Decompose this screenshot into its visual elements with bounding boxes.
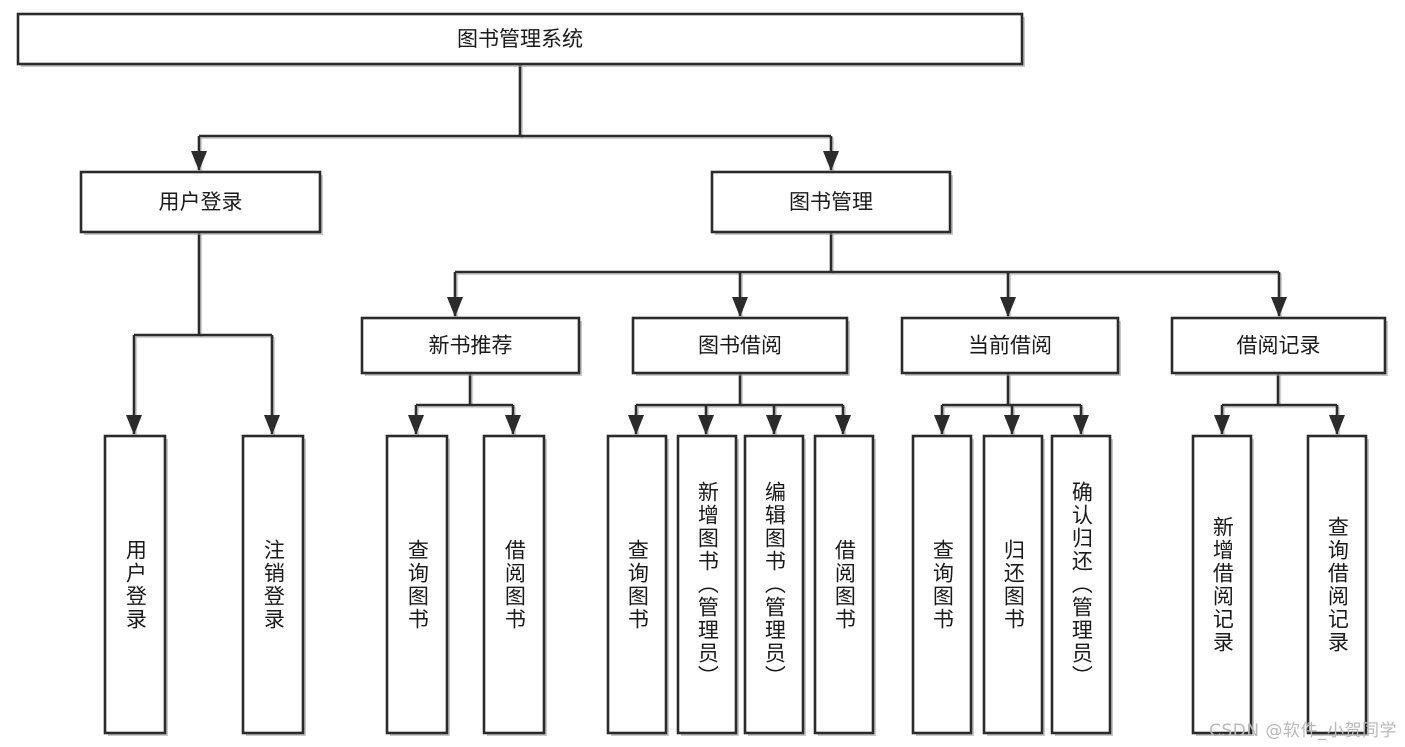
arrowhead-recommend-branch-1 bbox=[505, 415, 521, 435]
connector-layer bbox=[126, 64, 1345, 436]
node-leaf-borrow-book-1[interactable] bbox=[482, 434, 546, 735]
arrowhead-record-branch-1 bbox=[1329, 415, 1345, 435]
node-leaf-query-record[interactable] bbox=[1306, 434, 1368, 735]
arrowhead-bookmanage-branch-2 bbox=[1000, 297, 1016, 317]
node-book-borrow[interactable] bbox=[631, 316, 849, 375]
node-leaf-borrow-book-2[interactable] bbox=[813, 434, 875, 735]
node-user-login-label: 用户登录 bbox=[159, 190, 243, 214]
arrowhead-current-branch-0 bbox=[934, 415, 950, 435]
arrowhead-bookmanage-branch-0 bbox=[447, 297, 463, 317]
node-book-manage[interactable] bbox=[710, 170, 952, 234]
node-leaf-logout-login[interactable] bbox=[241, 434, 305, 735]
node-leaf-edit-book[interactable] bbox=[743, 434, 805, 735]
arrowhead-borrow-branch-1 bbox=[698, 415, 714, 435]
arrowhead-root-branch-0 bbox=[191, 151, 207, 171]
node-leaf-confirm-return[interactable] bbox=[1050, 434, 1112, 735]
arrowhead-borrow-branch-2 bbox=[766, 415, 782, 435]
node-root-system-label: 图书管理系统 bbox=[457, 27, 583, 51]
arrowhead-root-branch-1 bbox=[823, 151, 839, 171]
node-new-book-recommend-label: 新书推荐 bbox=[429, 334, 513, 358]
node-book-borrow-label: 图书借阅 bbox=[698, 334, 782, 358]
node-current-borrow-label: 当前借阅 bbox=[968, 334, 1052, 358]
arrowhead-bookmanage-branch-1 bbox=[732, 297, 748, 317]
node-leaf-add-book[interactable] bbox=[676, 434, 738, 735]
arrowhead-current-branch-1 bbox=[1004, 415, 1020, 435]
node-current-borrow[interactable] bbox=[900, 316, 1120, 375]
node-leaf-query-book-2[interactable] bbox=[606, 434, 668, 735]
arrowhead-login-branch-1 bbox=[264, 415, 280, 435]
node-new-book-recommend[interactable] bbox=[360, 316, 581, 375]
node-borrow-record-label: 借阅记录 bbox=[1237, 334, 1321, 358]
node-leaf-add-record[interactable] bbox=[1191, 434, 1253, 735]
watermark-text: CSDN @软件_小贺同学 bbox=[1209, 721, 1397, 741]
node-leaf-query-book-1[interactable] bbox=[385, 434, 449, 735]
node-leaf-user-login[interactable] bbox=[103, 434, 167, 735]
node-user-login[interactable] bbox=[79, 170, 322, 234]
arrowhead-borrow-branch-0 bbox=[628, 415, 644, 435]
node-leaf-query-book-3[interactable] bbox=[911, 434, 973, 735]
node-book-manage-label: 图书管理 bbox=[789, 190, 873, 214]
arrowhead-login-branch-0 bbox=[126, 415, 142, 435]
node-root-system[interactable] bbox=[16, 12, 1024, 66]
node-leaf-return-book[interactable] bbox=[982, 434, 1044, 735]
arrowhead-current-branch-2 bbox=[1073, 415, 1089, 435]
node-box-layer bbox=[16, 12, 1388, 736]
node-borrow-record[interactable] bbox=[1170, 316, 1387, 375]
arrowhead-bookmanage-branch-3 bbox=[1271, 297, 1287, 317]
arrowhead-record-branch-0 bbox=[1214, 415, 1230, 435]
arrowhead-borrow-branch-3 bbox=[835, 415, 851, 435]
arrowhead-recommend-branch-0 bbox=[408, 415, 424, 435]
